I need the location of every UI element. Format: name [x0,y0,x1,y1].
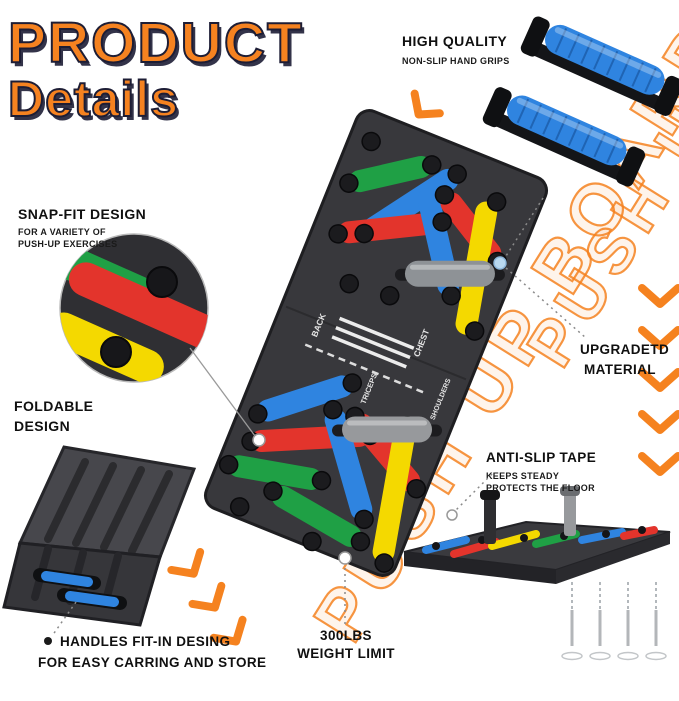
hand-grip-1 [520,16,679,116]
title-line-details: Details [7,71,179,128]
chevron-arrows-icon [638,284,679,476]
mounted-handle-lower [332,416,443,443]
folded-board-image [2,445,197,627]
stored-handles [33,568,127,610]
callout-snap-fit-sub1: FOR A VARIETY OF [18,227,106,237]
callout-upgraded-material-line1: UPGRADETD [580,342,670,357]
callout-anti-slip-sub1: KEEPS STEADY [486,471,560,481]
weight-limit-value: 300LBS [320,628,372,643]
callout-snap-fit-title: SNAP-FIT DESIGN [18,206,147,222]
callout-anti-slip-sub2: PROTECTS THE FLOOR [486,483,595,493]
standing-handle-gray [560,486,580,536]
callout-upgraded-material-line2: MATERIAL [584,362,656,377]
callout-handles-line1: HANDLES FIT-IN DESING [60,634,231,649]
weight-limit-label: WEIGHT LIMIT [297,646,395,661]
flat-board-image [403,486,671,584]
callout-foldable-line1: FOLDABLE [14,398,94,414]
callout-anti-slip-title: ANTI-SLIP TAPE [486,450,597,465]
title-line-product: PRODUCT [7,11,304,75]
board-slots-lower [228,375,421,563]
callout-high-quality-subtitle: NON-SLIP HAND GRIPS [402,56,510,66]
callout-foldable-line2: DESIGN [14,418,71,434]
connector-dot-black [44,637,52,645]
hand-grips-image [482,16,679,187]
screws-image [561,582,667,661]
snap-fit-zoom-inset [59,233,209,383]
callout-snap-fit-sub2: PUSH-UP EXERCISES [18,239,118,249]
hand-grip-2 [482,87,646,187]
callout-handles-line2: FOR EASY CARRING AND STORE [38,655,267,670]
page-title: PRODUCT Details [7,11,304,128]
pushup-board-image: CHEST BACK SHOULDERS TRICEPS [203,109,549,577]
callout-high-quality-title: HIGH QUALITY [402,33,508,49]
chevron-arrows-icon [167,547,247,646]
mounted-handle-upper [394,260,505,287]
callout-weight-limit: 300LBS WEIGHT LIMIT [278,628,414,661]
